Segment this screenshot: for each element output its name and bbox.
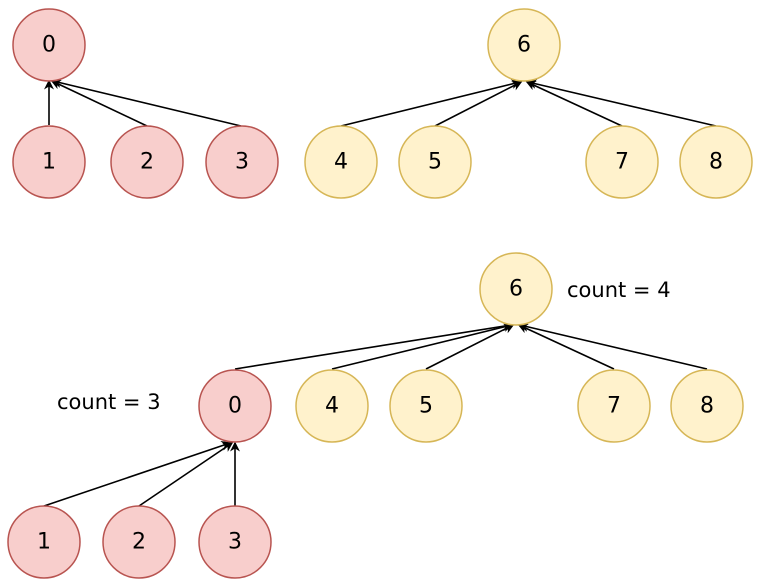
node-label: 5 [428,150,442,175]
node-label: 4 [334,150,348,175]
node-top-left-root: 0 [12,8,86,82]
node-label: 0 [228,394,242,419]
node-merged-child-7: 7 [577,369,651,443]
edge-7-to-6-merged [517,324,615,370]
node-merged-grandchild-2: 2 [102,505,176,579]
top-left-tree: 0 1 2 3 [12,8,279,199]
node-top-left-child-2: 2 [110,125,184,199]
edge-5-to-6-merged [425,324,515,370]
node-label: 2 [140,150,154,175]
node-merged-child-4: 4 [295,369,369,443]
node-label: 5 [419,394,433,419]
node-label: 8 [700,394,714,419]
node-top-right-child-7: 7 [585,125,659,199]
edge-3-to-0 [51,78,242,127]
edge-0-to-6 [234,321,513,370]
node-top-right-child-8: 8 [679,125,753,199]
edge-7-to-6 [525,81,623,127]
node-label: 6 [509,277,523,302]
node-label: 4 [325,394,339,419]
node-top-left-child-3: 3 [205,125,279,199]
node-label: 7 [615,150,629,175]
node-label: 7 [607,394,621,419]
node-merged-grandchild-1: 1 [7,505,81,579]
node-merged-child-5: 5 [389,369,463,443]
edge-1-to-0-merged [43,440,232,507]
node-merged-root: 6 [479,252,553,326]
count-label-root: count = 4 [567,278,671,302]
edge-5-to-6 [434,81,523,127]
node-label: 6 [517,33,531,58]
edge-4-to-6-merged [331,322,514,370]
node-label: 3 [228,530,242,555]
node-merged-child-0: 0 [198,369,272,443]
edge-8-to-6-merged [518,322,708,370]
node-top-right-child-5: 5 [398,125,472,199]
node-top-left-child-1: 1 [12,125,86,199]
node-top-right-child-4: 4 [304,125,378,199]
node-label: 2 [132,530,146,555]
edge-4-to-6 [340,79,522,127]
edge-2-to-0-merged [138,442,234,507]
edge-2-to-0 [50,80,148,127]
edge-8-to-6 [526,79,717,127]
node-label: 1 [42,150,56,175]
node-label: 8 [709,150,723,175]
node-top-right-root: 6 [487,8,561,82]
merged-tree: 6 count = 4 0 count = 3 4 5 7 8 1 [7,252,744,579]
count-label-subroot: count = 3 [57,390,161,414]
node-label: 3 [235,150,249,175]
node-label: 0 [42,33,56,58]
node-merged-grandchild-3: 3 [198,505,272,579]
node-label: 1 [37,530,51,555]
node-merged-child-8: 8 [670,369,744,443]
top-right-tree: 6 4 5 7 8 [304,8,753,199]
